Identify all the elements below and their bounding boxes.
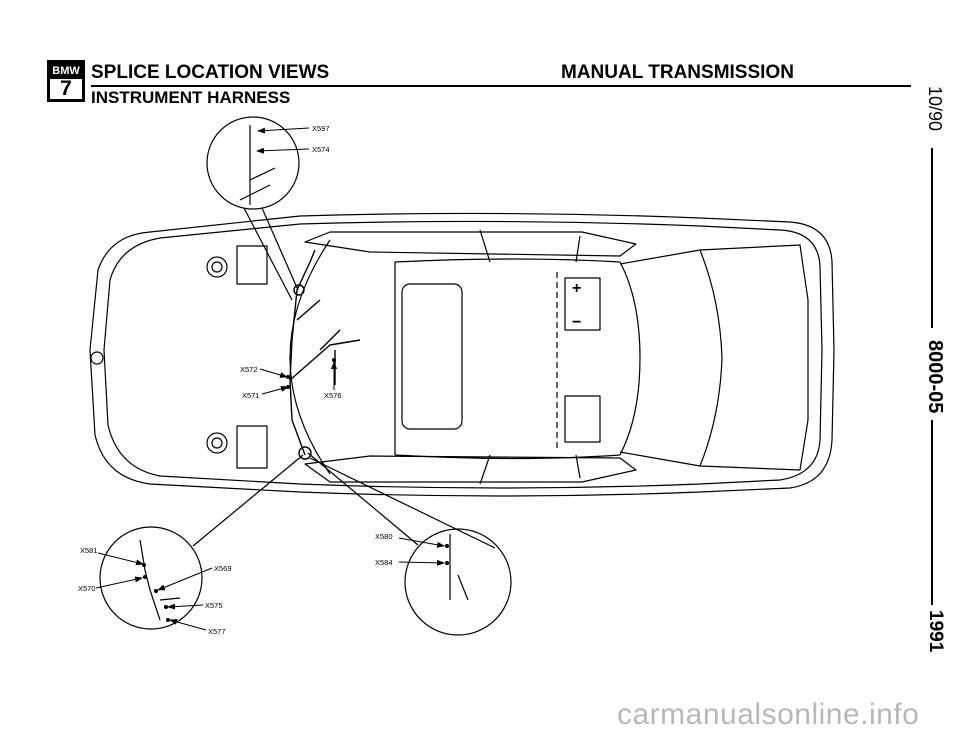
side-divider — [931, 148, 933, 328]
label-x597: X597 — [312, 124, 330, 133]
harness-wiring — [289, 249, 361, 460]
watermark: carmanualsonline.info — [617, 698, 920, 731]
page-title: SPLICE LOCATION VIEWS — [91, 62, 330, 83]
label-x577: X577 — [208, 627, 226, 636]
label-x575: X575 — [205, 601, 223, 610]
battery-minus: − — [572, 314, 581, 331]
label-x571: X571 — [242, 391, 260, 400]
side-divider — [931, 420, 933, 605]
bmw-7-series-logo: BMW 7 — [47, 60, 85, 102]
label-x572: X572 — [240, 365, 258, 374]
label-x584: X584 — [375, 558, 393, 567]
page-subtitle: INSTRUMENT HARNESS — [91, 88, 291, 107]
section-title: MANUAL TRANSMISSION — [561, 62, 794, 83]
label-x569: X569 — [214, 564, 232, 573]
battery-plus: + — [572, 280, 581, 297]
header-rule — [91, 85, 911, 87]
logo-brand: BMW — [50, 63, 82, 79]
logo-model-number: 7 — [60, 77, 72, 100]
detail-circle-bottom-left — [99, 526, 203, 630]
label-x576: X576 — [324, 391, 342, 400]
label-x580: X580 — [375, 532, 393, 541]
label-x581: X581 — [80, 546, 98, 555]
label-x574: X574 — [312, 145, 330, 154]
detail-circle-bottom-right — [404, 528, 512, 636]
splice-points — [142, 358, 449, 622]
label-x570: X570 — [78, 584, 96, 593]
detail-circle-top — [206, 116, 300, 210]
callout-arrows — [95, 127, 445, 631]
car-outline — [89, 212, 835, 497]
